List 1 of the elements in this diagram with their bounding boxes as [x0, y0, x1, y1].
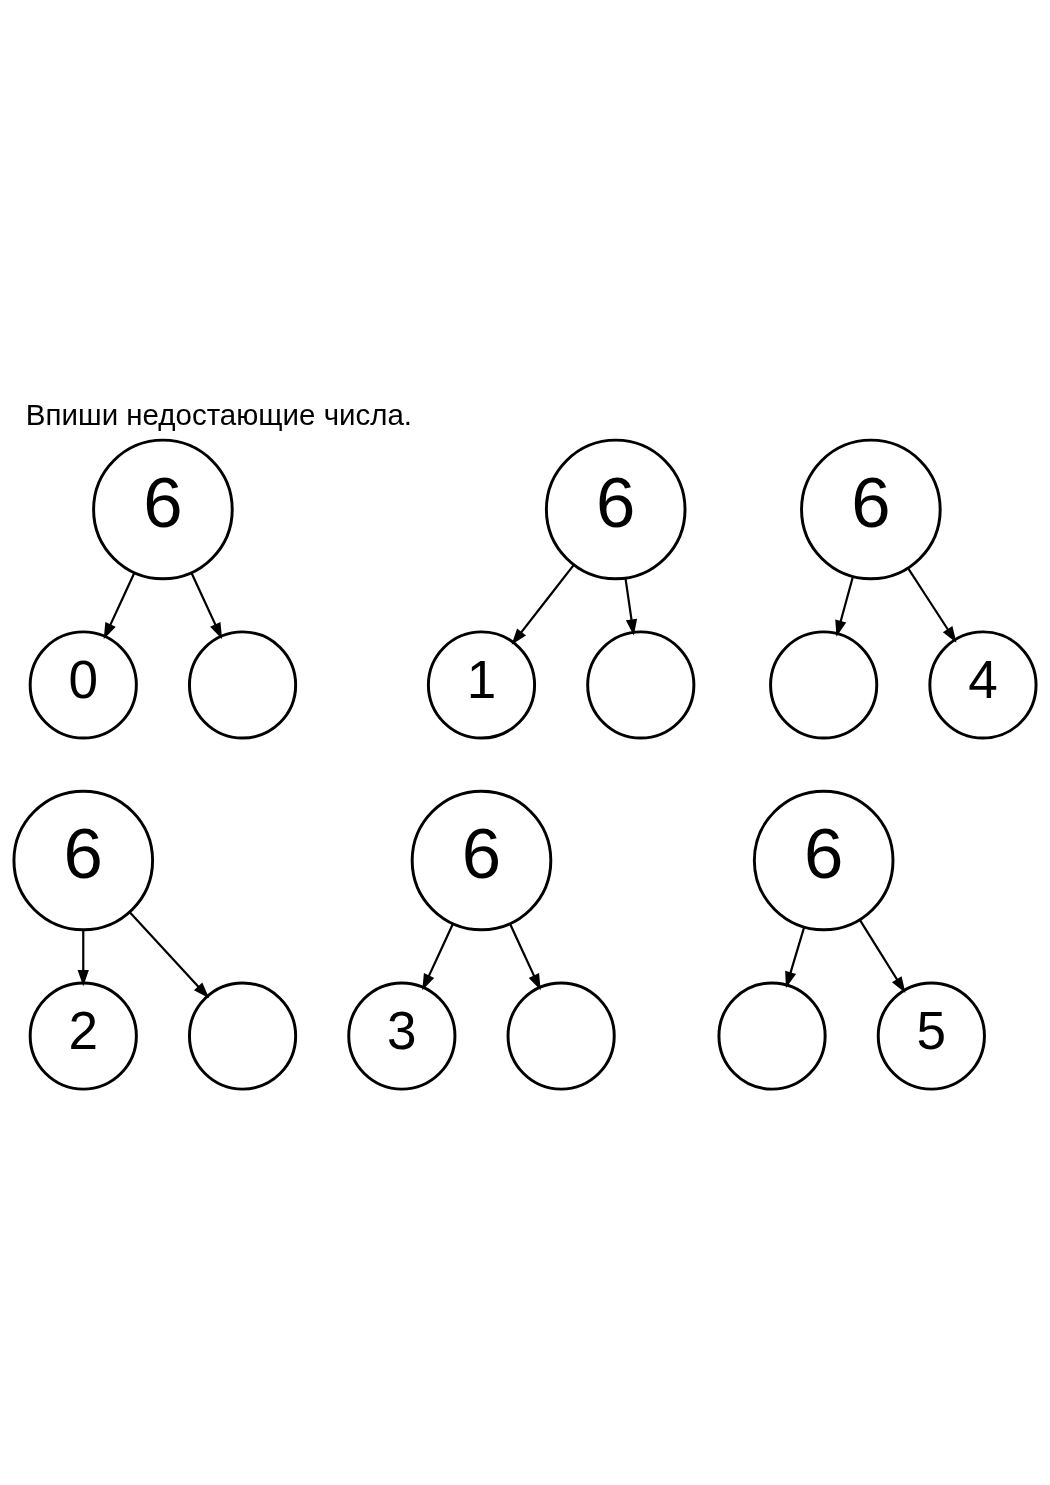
diagram-title: Впиши недостающие числа. [25, 398, 413, 432]
